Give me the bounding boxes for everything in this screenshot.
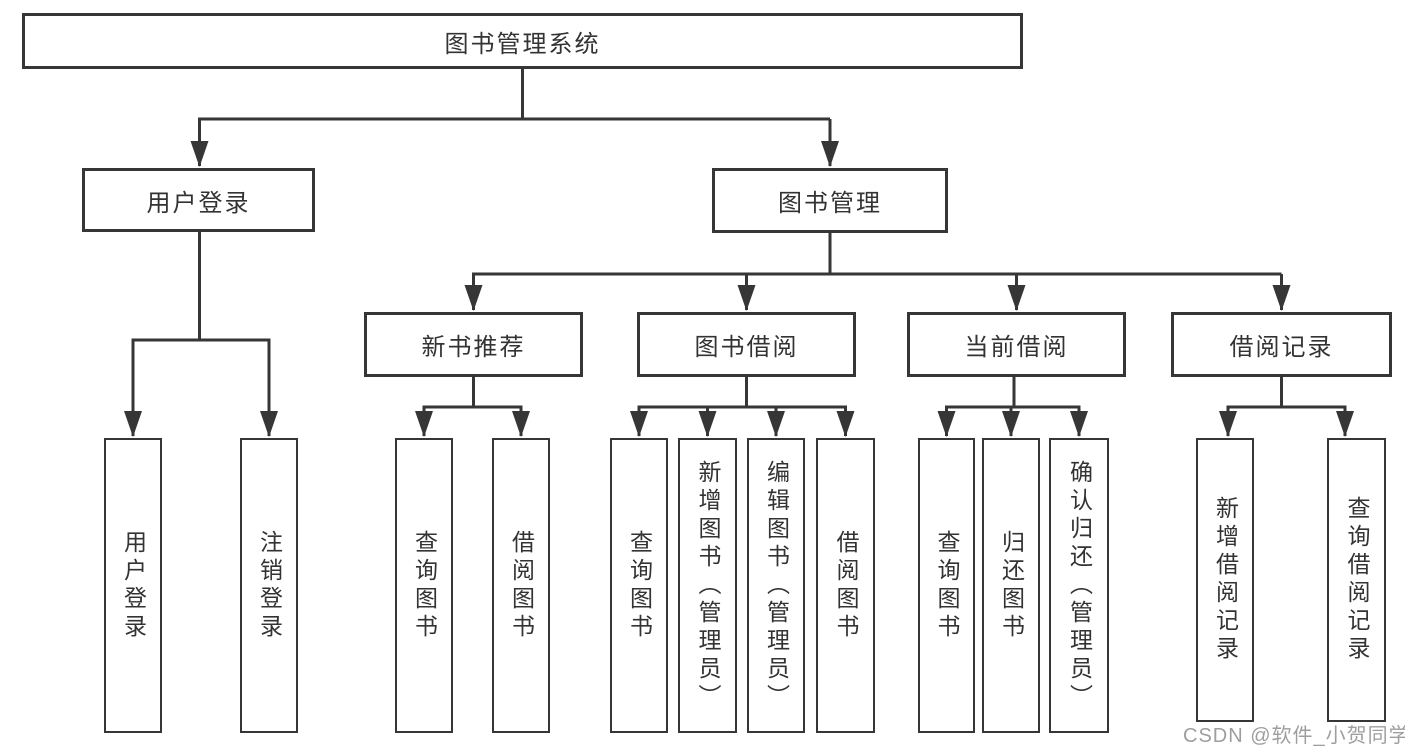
leaf-add-borrow-record: 新增借阅记录 — [1196, 438, 1254, 722]
leaf-confirm-return-admin: 确认归还（管理员） — [1049, 438, 1109, 733]
node-new-book-recommendation: 新书推荐 — [364, 312, 583, 377]
leaf-return-books: 归还图书 — [982, 438, 1040, 733]
csdn-watermark: CSDN @软件_小贺同学 — [1183, 725, 1405, 747]
leaf-borrow-books: 借阅图书 — [816, 438, 875, 733]
leaf-query-books-current: 查询图书 — [918, 438, 975, 733]
node-user-login: 用户登录 — [82, 168, 315, 232]
node-borrowing-records: 借阅记录 — [1171, 312, 1392, 377]
leaf-add-books-admin: 新增图书（管理员） — [678, 438, 737, 733]
node-book-borrowing: 图书借阅 — [637, 312, 856, 377]
leaf-user-login: 用户登录 — [104, 438, 162, 733]
node-library-management-system: 图书管理系统 — [22, 13, 1023, 69]
node-current-borrowing: 当前借阅 — [907, 312, 1126, 377]
leaf-edit-books-admin: 编辑图书（管理员） — [747, 438, 805, 733]
node-book-management: 图书管理 — [712, 168, 948, 233]
leaf-query-borrow-record: 查询借阅记录 — [1327, 438, 1386, 722]
leaf-query-books-borrow: 查询图书 — [610, 438, 668, 733]
leaf-logout: 注销登录 — [240, 438, 298, 733]
leaf-query-books-recommend: 查询图书 — [395, 438, 453, 733]
leaf-borrow-books-recommend: 借阅图书 — [492, 438, 550, 733]
